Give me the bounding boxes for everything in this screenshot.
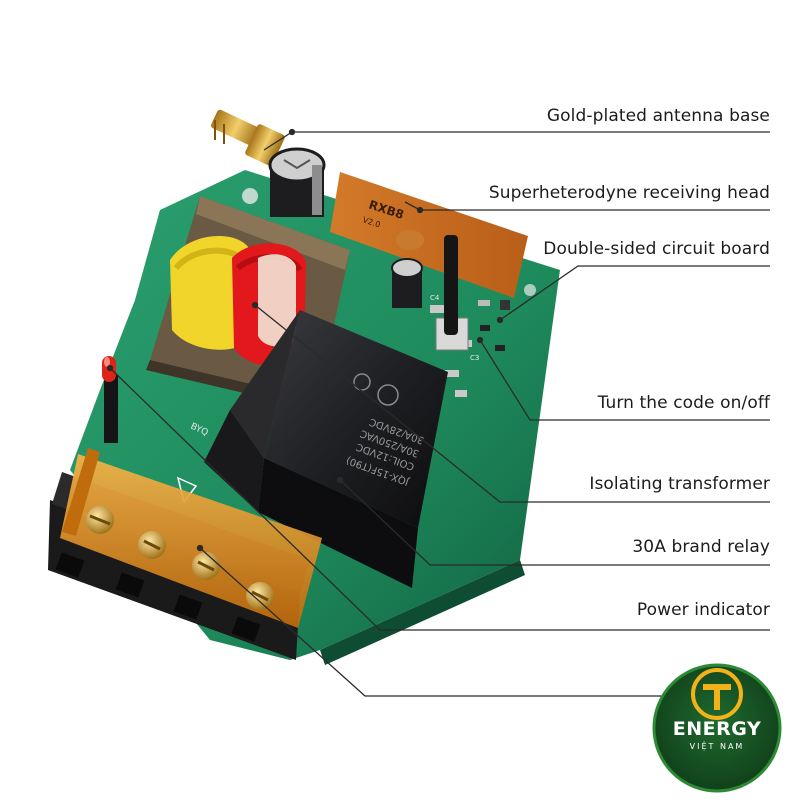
capacitor-large [268,147,326,217]
callout-circuit-board: Double-sided circuit board [543,239,770,259]
logo-subtitle: VIỆT NAM [689,742,745,751]
callout-relay: 30A brand relay [632,537,770,557]
callout-power-indicator: Power indicator [636,600,770,620]
capacitor-small [391,258,423,308]
callout-code-switch: Turn the code on/off [597,393,770,413]
logo-wordmark: ENERGY [672,718,762,740]
callout-antenna-base: Gold-plated antenna base [546,106,770,126]
receiving-head-module: RXB8 V2.0 [330,172,528,298]
brand-logo [652,663,782,793]
leader-lines [106,128,770,697]
relay: JQX-15F(T90) COIL:12VDC 30A/250VAC 30A/2… [204,310,448,588]
callout-receiving-head: Superheterodyne receiving head [488,183,770,203]
callout-transformer: Isolating transformer [589,474,770,494]
cap-c4-label: C4 [430,294,440,302]
code-switch [435,235,469,351]
cap-c3-label: C3 [470,354,479,362]
terminal-block [48,448,322,660]
